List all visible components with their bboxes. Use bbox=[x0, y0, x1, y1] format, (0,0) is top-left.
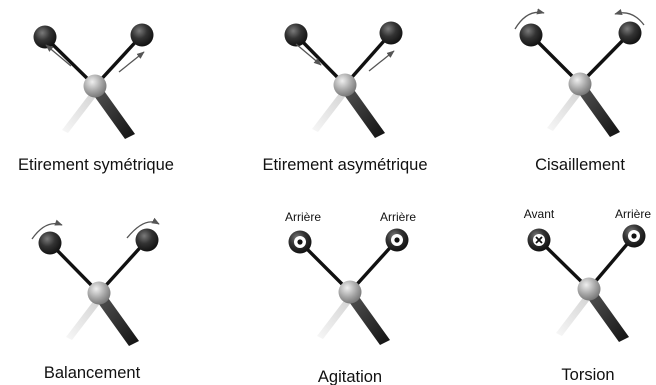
left-atom bbox=[33, 25, 57, 49]
rock-arrow-left bbox=[31, 219, 63, 240]
light-wedge-bond bbox=[317, 296, 356, 339]
right-bond bbox=[97, 238, 149, 295]
dark-wedge-bond bbox=[586, 291, 629, 342]
dark-wedge-bond bbox=[96, 295, 139, 346]
right-dot-marker-icon bbox=[631, 233, 637, 239]
center-atom bbox=[577, 277, 601, 301]
mode-caption-scissoring: Cisaillement bbox=[535, 156, 625, 174]
left-bond bbox=[529, 33, 582, 86]
stretch-arrow-left bbox=[295, 43, 322, 66]
right-atom bbox=[130, 23, 154, 47]
center-atom bbox=[568, 72, 592, 96]
left-bond bbox=[537, 238, 591, 291]
right-atom bbox=[379, 21, 403, 45]
left-dot-marker-icon bbox=[297, 239, 303, 245]
right-bond bbox=[578, 31, 632, 86]
mode-caption-asymmetric-stretch: Etirement asymétrique bbox=[262, 156, 428, 174]
right-dot-marker-icon bbox=[394, 237, 400, 243]
dark-wedge-bond bbox=[347, 294, 390, 345]
stretch-arrow-right bbox=[368, 50, 395, 72]
center-atom bbox=[83, 74, 107, 98]
rock-arrow-right bbox=[126, 217, 160, 239]
dark-wedge-bond bbox=[92, 88, 135, 139]
left-cross-marker-icon bbox=[535, 236, 543, 244]
light-wedge-bond bbox=[62, 90, 101, 133]
right-atom bbox=[135, 228, 159, 252]
molecule-2 bbox=[284, 21, 403, 138]
light-wedge-bond bbox=[556, 293, 595, 336]
left-atom bbox=[38, 231, 62, 255]
stretch-arrow-left bbox=[45, 44, 72, 67]
right-bond bbox=[587, 234, 636, 291]
left-bond bbox=[298, 240, 352, 294]
molecule-6 bbox=[527, 224, 646, 342]
left-bond bbox=[48, 241, 101, 295]
mode-caption-symmetric-stretch: Etirement symétrique bbox=[18, 156, 174, 174]
scissor-arrow-left bbox=[514, 8, 545, 30]
molecule-5 bbox=[288, 228, 409, 345]
tag-wagging-left: Arrière bbox=[284, 210, 322, 224]
center-atom bbox=[338, 280, 362, 304]
left-atom bbox=[284, 23, 308, 47]
center-atom bbox=[333, 73, 357, 97]
mode-caption-twisting: Torsion bbox=[561, 366, 615, 384]
light-wedge-bond bbox=[547, 88, 586, 131]
tag-wagging-right: Arrière bbox=[379, 210, 417, 224]
tag-twisting-right: Arrière bbox=[614, 207, 652, 221]
tag-twisting-left: Avant bbox=[523, 207, 555, 221]
right-bond bbox=[348, 238, 399, 294]
mode-caption-rocking: Balancement bbox=[43, 364, 141, 382]
right-bond bbox=[93, 33, 144, 88]
light-wedge-bond bbox=[312, 89, 351, 132]
molecule-4 bbox=[31, 217, 160, 346]
right-bond bbox=[343, 31, 393, 87]
light-wedge-bond bbox=[66, 297, 105, 340]
center-atom bbox=[87, 281, 111, 305]
mode-caption-wagging: Agitation bbox=[317, 368, 383, 385]
stretch-arrow-right bbox=[118, 51, 145, 73]
molecule-1 bbox=[33, 23, 154, 139]
dark-wedge-bond bbox=[577, 86, 620, 137]
right-atom bbox=[618, 21, 642, 45]
scissor-arrow-right bbox=[614, 9, 645, 26]
molecule-3 bbox=[514, 8, 645, 137]
dark-wedge-bond bbox=[342, 87, 385, 138]
left-atom bbox=[519, 23, 543, 47]
